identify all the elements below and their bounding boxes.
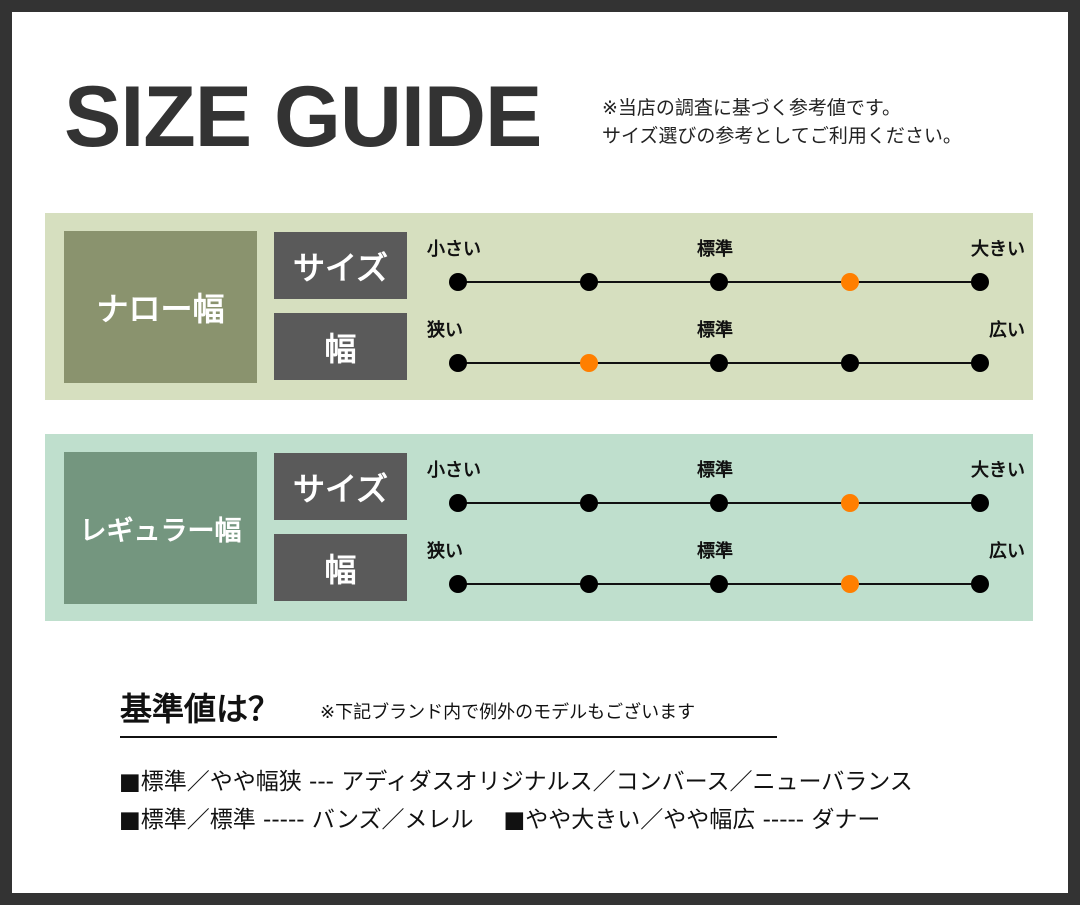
scale-dot-icon bbox=[579, 575, 598, 593]
scale-dot-icon bbox=[710, 354, 728, 372]
scale-dot-selected-icon bbox=[840, 494, 859, 512]
scale-mid-label: 標準 bbox=[697, 239, 733, 260]
reference-heading: 基準値は？ bbox=[120, 690, 281, 728]
scale-dot-icon bbox=[971, 354, 989, 372]
reference-item: ■標準／標準 ----- バンズ／メレル bbox=[119, 807, 474, 833]
scale-left-label: 狭い bbox=[427, 320, 463, 341]
size-scale: 小さい 標準 大きい bbox=[425, 456, 1025, 526]
scale-dot-selected-icon bbox=[840, 575, 859, 593]
scale-dot-icon bbox=[971, 575, 989, 593]
scale-right-label: 大きい bbox=[971, 460, 1025, 481]
scale-dot-icon bbox=[579, 273, 598, 291]
row-label-width: 幅 bbox=[274, 313, 407, 380]
reference-item: ■やや大きい／やや幅広 ----- ダナー bbox=[503, 807, 881, 833]
scale-dot-icon bbox=[449, 273, 467, 291]
header-note-line2: サイズ選びの参考としてご利用ください。 bbox=[602, 125, 962, 147]
category-label: ナロー幅 bbox=[64, 231, 257, 383]
header-note: ※当店の調査に基づく参考値です。 サイズ選びの参考としてご利用ください。 bbox=[602, 94, 962, 150]
scale-left-label: 小さい bbox=[427, 239, 481, 260]
scale-right-label: 広い bbox=[989, 541, 1025, 562]
scale-mid-label: 標準 bbox=[697, 460, 733, 481]
scale-dot-icon bbox=[710, 273, 728, 291]
scale-dot-selected-icon bbox=[840, 273, 859, 291]
scale-dot-icon bbox=[840, 354, 859, 372]
scale-dot-icon bbox=[710, 494, 728, 512]
row-label-size: サイズ bbox=[274, 232, 407, 299]
scale-dot-icon bbox=[710, 575, 728, 593]
size-scale: 小さい 標準 大きい bbox=[425, 235, 1025, 305]
reference-line: ■標準／標準 ----- バンズ／メレル ■やや大きい／やや幅広 ----- ダナ… bbox=[119, 800, 880, 834]
scale-mid-label: 標準 bbox=[697, 320, 733, 341]
scale-dot-icon bbox=[971, 273, 989, 291]
scale-dot-icon bbox=[449, 354, 467, 372]
scale-mid-label: 標準 bbox=[697, 541, 733, 562]
size-guide-canvas: SIZE GUIDE ※当店の調査に基づく参考値です。 サイズ選びの参考としてご… bbox=[12, 12, 1068, 893]
panel-narrow: ナロー幅 サイズ 幅 小さい 標準 大きい 狭い 標準 広い bbox=[45, 213, 1033, 400]
width-scale: 狭い 標準 広い bbox=[425, 316, 1025, 386]
reference-heading-block: 基準値は？ ※下記ブランド内で例外のモデルもございます bbox=[120, 684, 777, 738]
panel-regular: レギュラー幅 サイズ 幅 小さい 標準 大きい 狭い 標準 広い bbox=[45, 434, 1033, 621]
row-label-size: サイズ bbox=[274, 453, 407, 520]
scale-dot-icon bbox=[579, 494, 598, 512]
page-title: SIZE GUIDE bbox=[64, 69, 542, 165]
reference-note: ※下記ブランド内で例外のモデルもございます bbox=[320, 702, 696, 723]
scale-dot-selected-icon bbox=[579, 354, 598, 372]
reference-line: ■標準／やや幅狭 --- アディダスオリジナルス／コンバース／ニューバランス bbox=[119, 769, 913, 795]
scale-left-label: 小さい bbox=[427, 460, 481, 481]
category-label: レギュラー幅 bbox=[64, 452, 257, 604]
header-note-line1: ※当店の調査に基づく参考値です。 bbox=[602, 97, 902, 119]
scale-dot-icon bbox=[971, 494, 989, 512]
scale-right-label: 大きい bbox=[971, 239, 1025, 260]
scale-dot-icon bbox=[449, 575, 467, 593]
scale-dot-icon bbox=[449, 494, 467, 512]
scale-right-label: 広い bbox=[989, 320, 1025, 341]
row-label-width: 幅 bbox=[274, 534, 407, 601]
width-scale: 狭い 標準 広い bbox=[425, 537, 1025, 607]
scale-left-label: 狭い bbox=[427, 541, 463, 562]
